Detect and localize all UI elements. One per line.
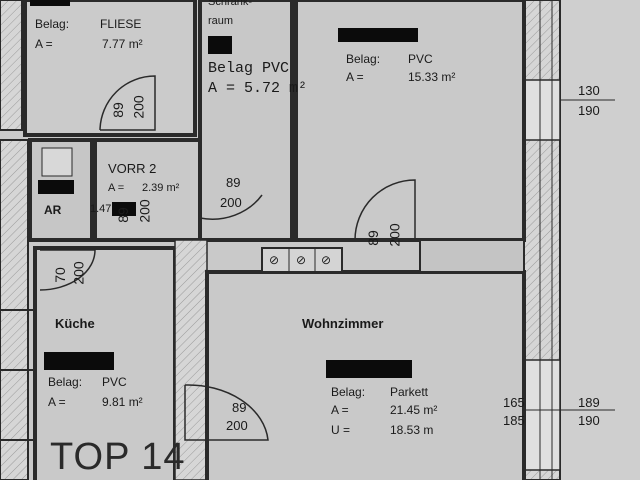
unit-label: TOP 14: [50, 436, 186, 478]
topright-area-value: 15.33 m²: [408, 70, 456, 84]
window2-top: 165: [503, 395, 525, 410]
redaction-wohnzimmer: [326, 360, 412, 378]
redaction-bath: [30, 0, 70, 6]
redaction-vorr2: [112, 202, 136, 216]
wohnzimmer-name: Wohnzimmer: [302, 316, 384, 331]
door4-width: 70: [51, 267, 68, 283]
appliance-symbol-2: ⊘: [296, 253, 307, 267]
window-top-right: [523, 79, 561, 141]
door6-width: 89: [114, 207, 131, 223]
topright-belag-value: PVC: [408, 52, 433, 66]
window1-bottom: 190: [578, 103, 600, 118]
vorr2-area-value: 2.39 m²: [142, 182, 180, 194]
wohnzimmer-area-label: A =: [331, 403, 349, 417]
wohnzimmer-u-label: U =: [331, 423, 351, 437]
window1-top: 130: [578, 83, 600, 98]
door-swing-6: [39, 249, 96, 291]
door5-height: 200: [226, 418, 248, 433]
kueche-belag-value: PVC: [102, 375, 127, 389]
door2-width: 89: [226, 175, 241, 190]
exterior-area: [560, 0, 640, 480]
door1-height: 200: [130, 95, 147, 119]
bath-area-label: A =: [35, 37, 53, 51]
kueche-belag-label: Belag:: [48, 375, 83, 389]
ar-name: AR: [44, 203, 62, 217]
door-swing-1: [99, 75, 156, 131]
door-swing-5: [184, 384, 269, 441]
bath-belag-label: Belag:: [35, 17, 70, 31]
topright-area-label: A =: [346, 70, 364, 84]
bath-belag-value: FLIESE: [100, 17, 142, 31]
window-bottom-right: [523, 359, 561, 471]
schrankraum-name: Schrank-: [208, 0, 253, 8]
redaction-kueche: [44, 352, 114, 370]
topright-belag-label: Belag:: [346, 52, 381, 66]
window2-bottom: 185: [503, 413, 525, 428]
room-bath: [23, 0, 197, 137]
door3-width: 89: [364, 230, 381, 246]
redaction-schrankraum: [208, 36, 232, 54]
wohnzimmer-belag-value: Parkett: [390, 385, 429, 399]
door-swing-3: [354, 179, 416, 241]
appliance-strip: [261, 247, 343, 273]
schrankraum-area-overlay: A = 5.72 m²: [208, 80, 308, 97]
schrankraum-name-line2: raum: [208, 15, 234, 27]
kueche-area-value: 9.81 m²: [102, 395, 143, 409]
door6-height: 200: [136, 199, 153, 223]
room-vorr2: [93, 138, 202, 242]
door-swing-2: [199, 165, 263, 220]
wohnzimmer-u-value: 18.53 m: [390, 423, 434, 437]
appliance-symbol-1: ⊘: [269, 253, 280, 267]
redaction-ar: [38, 180, 74, 194]
schrankraum-belag-overlay: Belag PVC: [208, 60, 290, 77]
redaction-top-right: [338, 28, 418, 42]
kueche-name: Küche: [55, 316, 95, 331]
wohnzimmer-area-value: 21.45 m²: [390, 403, 438, 417]
kueche-area-label: A =: [48, 395, 66, 409]
vorr2-extra-value: 1.47: [90, 203, 112, 215]
vorr2-area-label: A =: [108, 182, 125, 194]
wohnzimmer-belag-label: Belag:: [331, 385, 366, 399]
door3-height: 200: [386, 223, 403, 247]
vorr2-name: VORR 2: [108, 161, 157, 176]
door2-height: 200: [220, 195, 242, 210]
window3-top: 189: [578, 395, 600, 410]
door1-width: 89: [109, 102, 126, 118]
door4-height: 200: [70, 261, 87, 285]
bath-area-value: 7.77 m²: [102, 37, 143, 51]
appliance-symbol-3: ⊘: [321, 253, 332, 267]
door5-width: 89: [232, 400, 247, 415]
window3-bottom: 190: [578, 413, 600, 428]
